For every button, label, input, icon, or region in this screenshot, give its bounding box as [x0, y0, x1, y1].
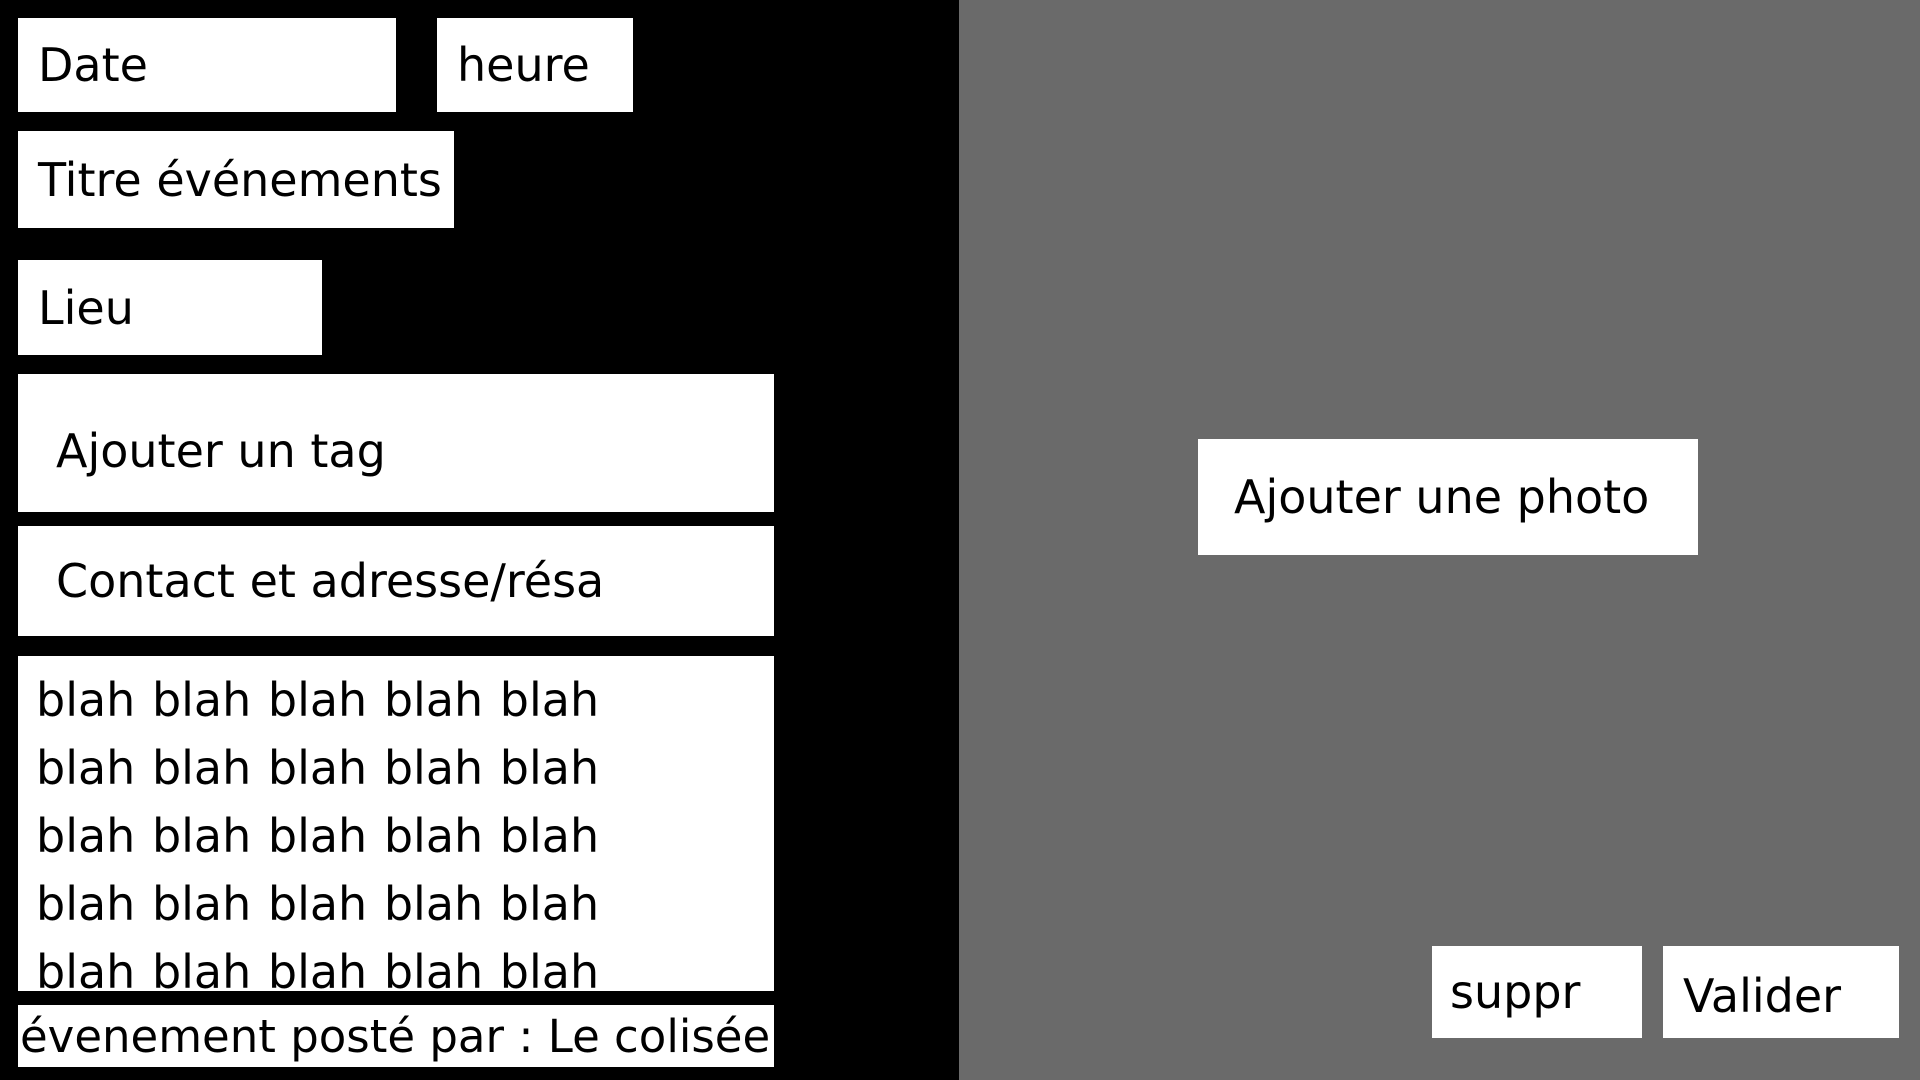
- posted-by-text: évenement posté par : Le colisée: [20, 1009, 771, 1063]
- date-field-label: Date: [38, 38, 148, 92]
- date-field[interactable]: Date: [18, 18, 396, 112]
- contact-address-field[interactable]: Contact et adresse/résa: [18, 526, 774, 636]
- delete-button[interactable]: suppr: [1432, 946, 1642, 1038]
- add-photo-button[interactable]: Ajouter une photo: [1198, 439, 1698, 555]
- location-field[interactable]: Lieu: [18, 260, 322, 355]
- add-tag-label: Ajouter un tag: [56, 424, 386, 478]
- event-title-field[interactable]: Titre événements: [18, 131, 454, 228]
- time-field[interactable]: heure: [437, 18, 633, 112]
- event-form-panel: Date heure Titre événements Lieu Ajouter…: [0, 0, 959, 1080]
- event-description-text: blah blah blah blah blah blah blah blah …: [36, 673, 600, 991]
- event-description[interactable]: blah blah blah blah blah blah blah blah …: [18, 656, 774, 991]
- contact-address-label: Contact et adresse/résa: [56, 554, 605, 608]
- validate-button[interactable]: Valider: [1663, 946, 1899, 1038]
- location-label: Lieu: [38, 280, 134, 335]
- event-title-label: Titre événements: [38, 152, 442, 207]
- add-tag-field[interactable]: Ajouter un tag: [18, 374, 774, 512]
- time-field-label: heure: [457, 38, 590, 92]
- posted-by-label: évenement posté par : Le colisée: [18, 1005, 774, 1067]
